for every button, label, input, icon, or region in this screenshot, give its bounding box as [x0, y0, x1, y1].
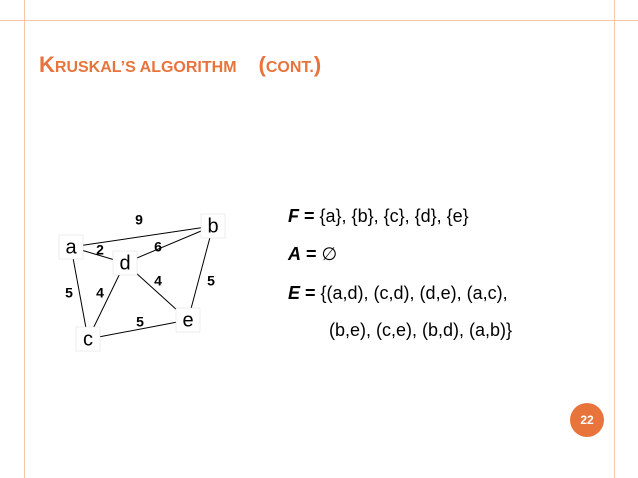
- page-number: 22: [580, 413, 594, 427]
- edge-d-b: [124, 225, 214, 264]
- edge-a-b: [70, 225, 214, 248]
- slide-title: KRUSKAL’S ALGORITHM (CONT.): [39, 52, 321, 78]
- equation-f-var: F: [288, 206, 299, 226]
- title-cont: CONT.: [265, 59, 314, 76]
- edge-d-c: [87, 262, 126, 340]
- title-rest: RUSKAL: [54, 59, 121, 76]
- edge-a-c: [70, 246, 89, 340]
- edge-weight-d-b: 6: [154, 239, 162, 255]
- equation-f-value: {a}, {b}, {c}, {d}, {e}: [319, 206, 469, 226]
- equation-a: A = ∅: [288, 244, 337, 265]
- node-b: b: [200, 213, 226, 239]
- title-paren-close: ): [313, 52, 322, 77]
- frame-line-right: [614, 0, 615, 478]
- node-c: c: [75, 326, 101, 352]
- node-d: d: [112, 250, 138, 276]
- title-initial: K: [39, 52, 55, 77]
- node-box-c: [75, 326, 101, 352]
- edge-weight-a-c: 5: [65, 285, 73, 301]
- edge-weight-c-e: 5: [136, 314, 144, 330]
- edge-b-e: [187, 225, 214, 321]
- title-apostrophe: ’: [120, 59, 126, 76]
- edge-weight-d-e: 4: [154, 273, 162, 289]
- node-a: a: [58, 234, 84, 260]
- frame-line-top: [0, 20, 638, 21]
- edge-c-e: [87, 319, 189, 340]
- equation-e-var: E: [288, 283, 301, 303]
- equation-e-value-line1: {(a,d), (c,d), (d,e), (a,c),: [320, 283, 508, 303]
- equation-a-value: ∅: [321, 244, 338, 264]
- node-box-d: [112, 250, 138, 276]
- equation-a-assign: =: [301, 244, 322, 264]
- node-box-a: [58, 234, 84, 260]
- node-label-a: a: [65, 236, 77, 258]
- equation-e-continued: (b,e), (c,e), (b,d), (a,b)}: [329, 320, 512, 341]
- title-paren-open: (: [258, 52, 266, 77]
- equation-e: E = {(a,d), (c,d), (d,e), (a,c),: [288, 283, 508, 304]
- node-box-b: [200, 213, 226, 239]
- equation-a-var: A: [288, 244, 301, 264]
- node-label-c: c: [83, 328, 93, 350]
- edge-weight-a-b: 9: [135, 212, 143, 228]
- node-label-b: b: [207, 215, 218, 237]
- equation-e-assign: =: [300, 283, 321, 303]
- node-e: e: [175, 307, 201, 333]
- edge-weight-b-e: 5: [207, 273, 215, 289]
- equation-f: F = {a}, {b}, {c}, {d}, {e}: [288, 206, 469, 227]
- node-label-e: e: [182, 309, 193, 331]
- page-number-badge: 22: [570, 403, 604, 437]
- node-label-d: d: [119, 252, 130, 274]
- frame-line-left: [24, 0, 25, 478]
- title-rest-2: S ALGORITHM: [125, 59, 237, 76]
- equation-e-value-line2: (b,e), (c,e), (b,d), (a,b)}: [329, 320, 513, 340]
- node-box-e: [175, 307, 201, 333]
- edge-weight-a-d: 2: [96, 242, 104, 258]
- edge-weight-d-c: 4: [96, 285, 104, 301]
- equation-f-assign: =: [299, 206, 320, 226]
